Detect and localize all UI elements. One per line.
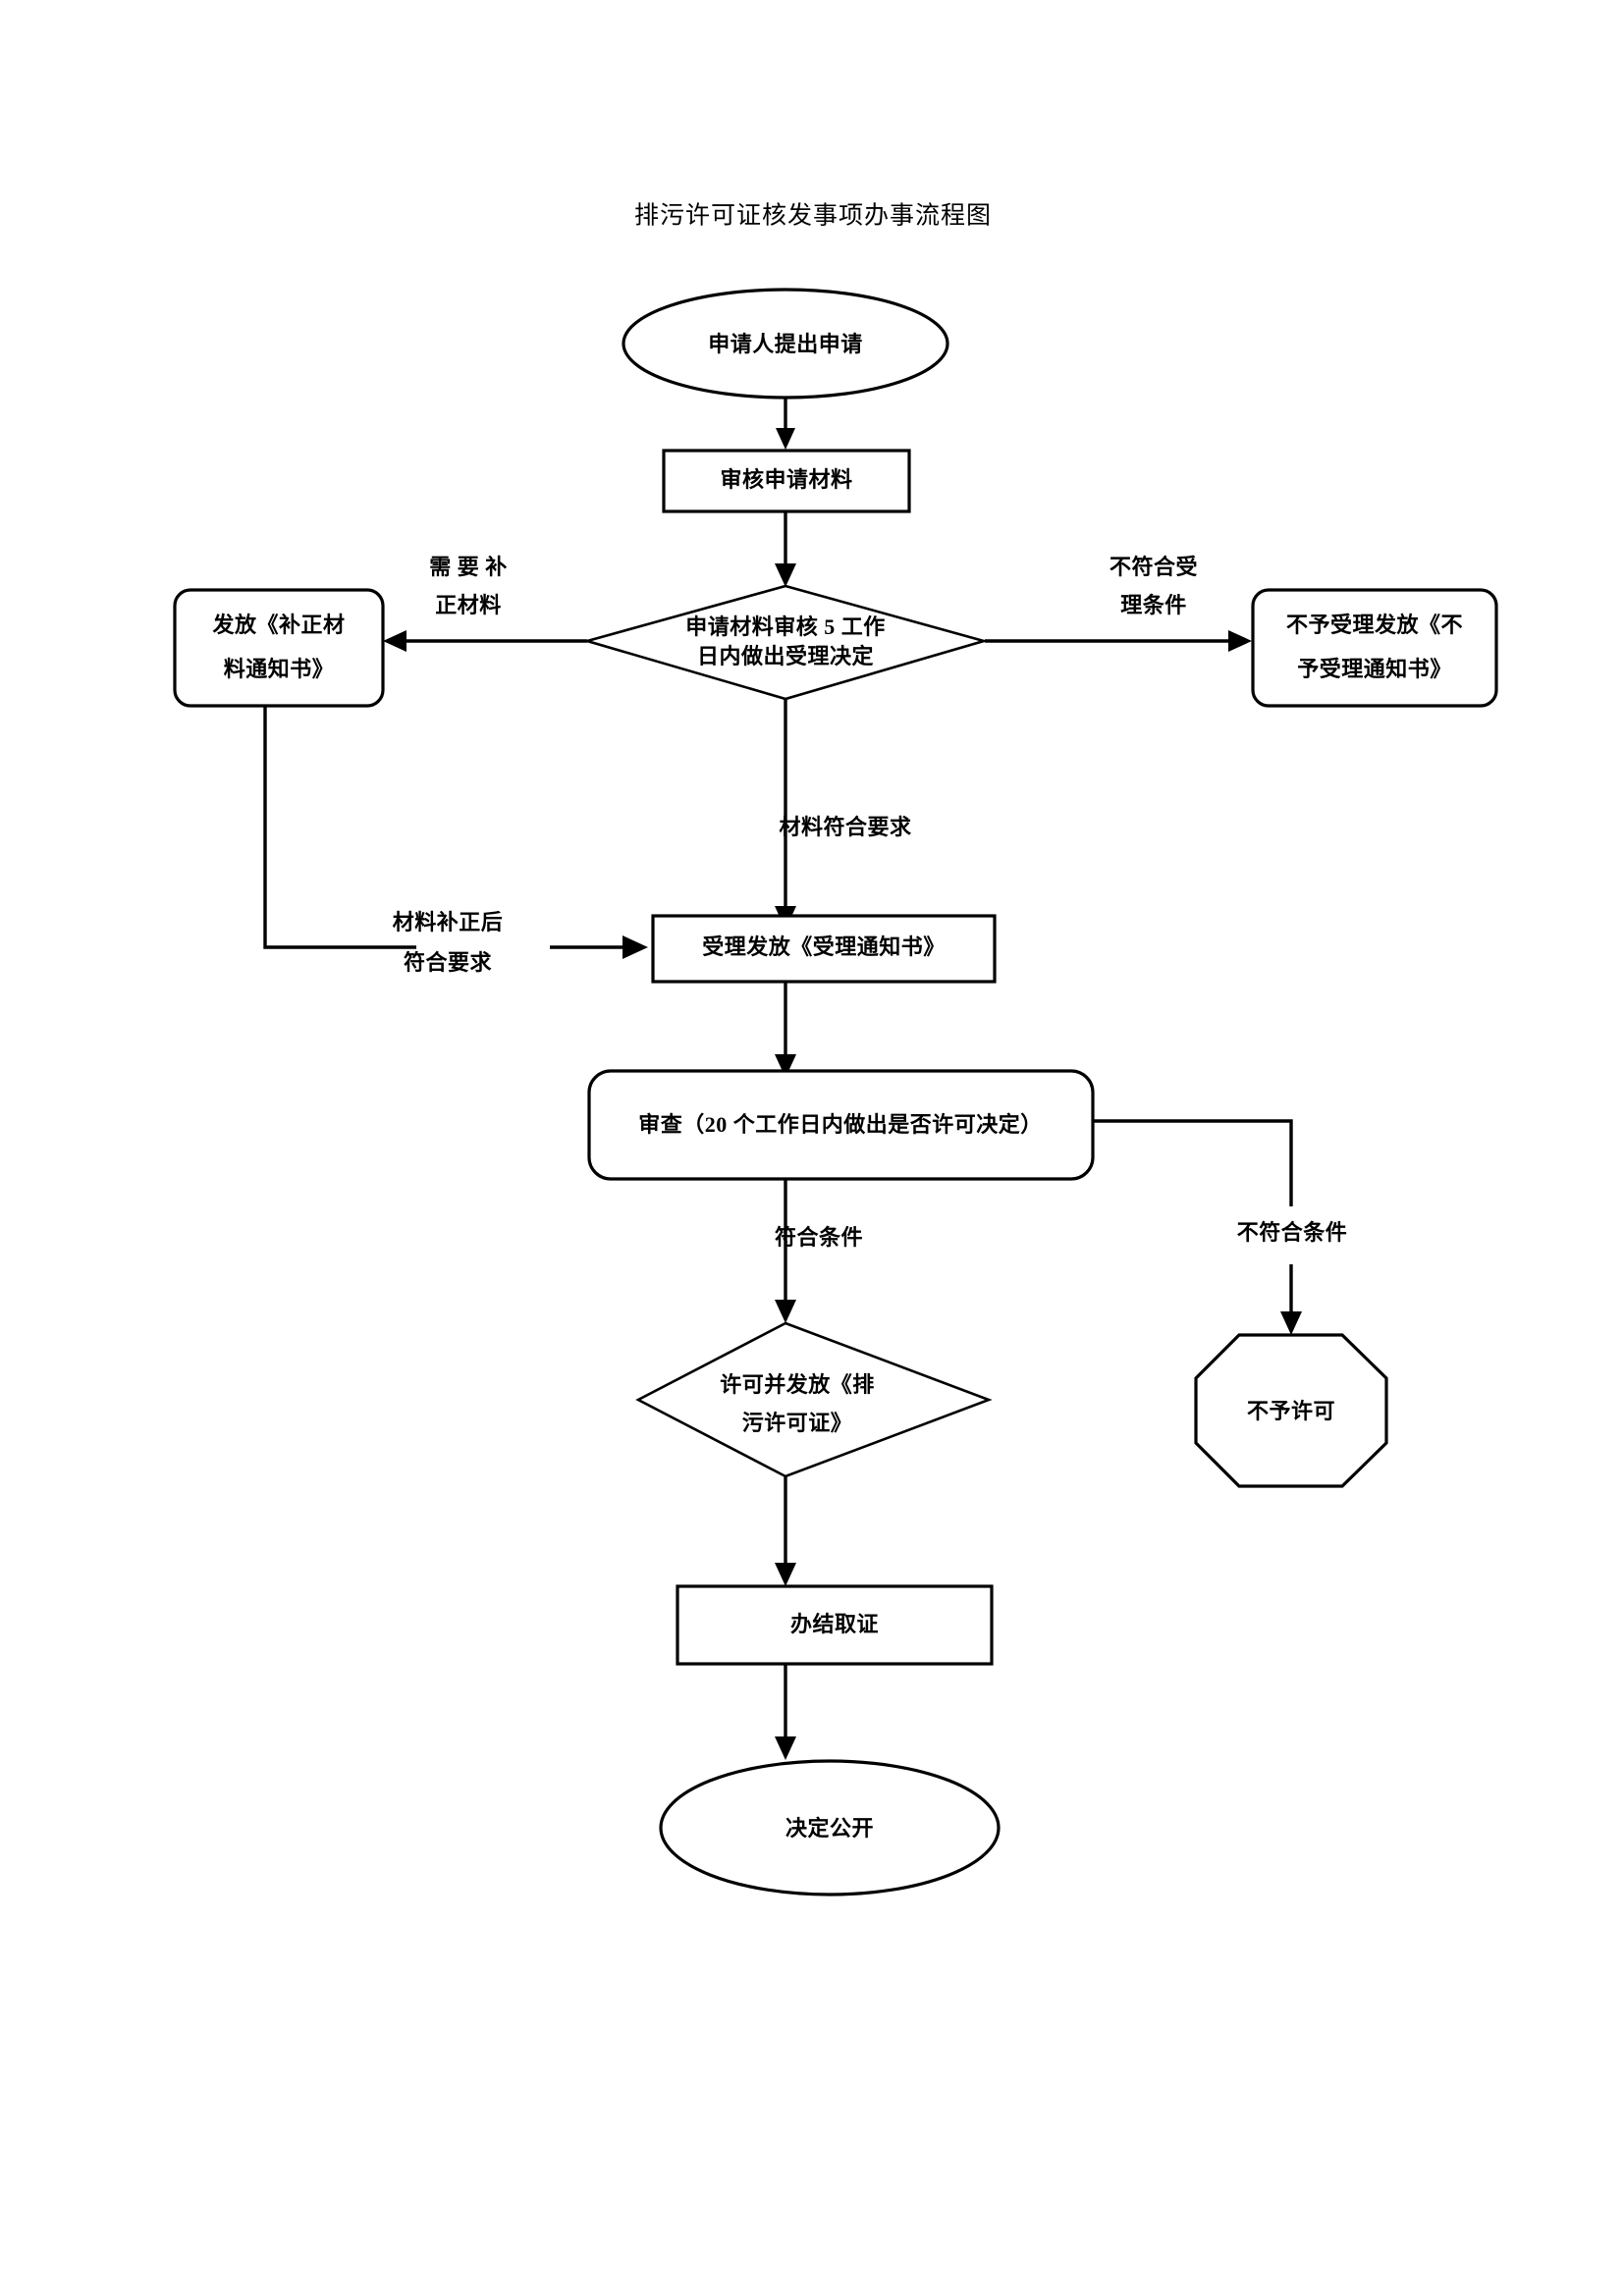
arrowhead-exam-to-grant [775, 1300, 796, 1323]
start-label: 申请人提出申请 [708, 332, 863, 356]
node-grant-permit[interactable]: 许可并发放《排 污许可证》 [635, 1321, 993, 1478]
issue-correction-notice-label-line1: 发放《补正材 [211, 613, 345, 637]
node-publish-decision[interactable]: 决定公开 [659, 1759, 1001, 1896]
decision-accept-diamond-shape [582, 584, 989, 701]
start-ellipse-shape [622, 288, 949, 400]
node-reject-acceptance[interactable]: 不予受理发放《不 予受理通知书》 [1251, 588, 1498, 708]
edge-label-not-meet-acceptance-line1: 不符合受 [1110, 555, 1198, 579]
edge-label-need-correction-line2: 正材料 [435, 593, 502, 617]
arrowhead-complete-to-publish [775, 1736, 796, 1760]
reject-acceptance-label-line2: 予受理通知书》 [1297, 657, 1452, 681]
node-review-materials[interactable]: 审核申请材料 [662, 449, 911, 513]
issue-correction-notice-label-line2: 料通知书》 [224, 657, 335, 681]
decision-accept-label-line1: 申请材料审核 5 工作 [685, 614, 886, 639]
arrowhead-review-to-decision [775, 563, 796, 587]
arrowhead-accept-to-exam [775, 1054, 796, 1078]
examination-label: 审查（20 个工作日内做出是否许可决定） [638, 1112, 1043, 1137]
accept-issue-notice-label: 受理发放《受理通知书》 [702, 934, 946, 959]
node-complete-collect[interactable]: 办结取证 [676, 1584, 994, 1666]
examination-shape [587, 1069, 1095, 1181]
connector-exam-to-nopermit-top [1093, 1119, 1293, 1206]
grant-permit-label-line2: 污许可证》 [742, 1411, 853, 1435]
edge-label-after-correction-line1: 材料补正后 [393, 910, 504, 934]
grant-permit-diamond-shape [635, 1321, 993, 1478]
no-permit-octagon-shape [1194, 1333, 1388, 1488]
page-title: 排污许可证核发事项办事流程图 [634, 202, 992, 230]
arrowhead-grant-to-complete [775, 1563, 796, 1586]
arrowhead-exam-to-nopermit [1280, 1311, 1302, 1335]
reject-acceptance-shape [1251, 588, 1498, 708]
review-materials-rect-shape [662, 449, 911, 513]
complete-collect-rect-shape [676, 1584, 994, 1666]
edge-label-not-meet-acceptance-line2: 理条件 [1120, 593, 1187, 617]
arrowhead-decision-to-reject [1228, 630, 1252, 652]
no-permit-label: 不予许可 [1247, 1399, 1335, 1423]
node-no-permit[interactable]: 不予许可 [1194, 1333, 1388, 1488]
arrowhead-after-correction [623, 935, 648, 959]
issue-correction-notice-shape [173, 588, 385, 708]
node-accept-issue-notice[interactable]: 受理发放《受理通知书》 [651, 914, 997, 984]
publish-decision-ellipse-shape [659, 1759, 1001, 1896]
complete-collect-label: 办结取证 [790, 1612, 879, 1636]
reject-acceptance-label-line1: 不予受理发放《不 [1286, 613, 1463, 637]
publish-decision-label: 决定公开 [785, 1816, 874, 1841]
arrowhead-decision-to-correction [383, 630, 406, 652]
node-issue-correction-notice[interactable]: 发放《补正材 料通知书》 [173, 588, 385, 708]
node-examination[interactable]: 审查（20 个工作日内做出是否许可决定） [587, 1069, 1095, 1181]
edge-label-materials-meet-requirements: 材料符合要求 [779, 815, 911, 839]
connector-correction-loopback [263, 706, 416, 949]
edge-label-after-correction-line2: 符合要求 [404, 950, 492, 975]
grant-permit-label-line1: 许可并发放《排 [720, 1372, 875, 1397]
node-decision-accept[interactable]: 申请材料审核 5 工作 日内做出受理决定 [582, 584, 989, 701]
connectors-layer [263, 397, 1302, 1760]
node-start[interactable]: 申请人提出申请 [622, 288, 949, 400]
edge-label-meets-conditions: 符合条件 [775, 1225, 863, 1250]
arrowhead-start-to-review [776, 428, 795, 450]
edge-label-not-meets-conditions: 不符合条件 [1237, 1220, 1348, 1245]
edge-labels-layer: 需 要 补 正材料 不符合受 理条件 材料符合要求 材料补正后 符合要求 符合条… [393, 555, 1348, 1250]
edge-label-need-correction-line1: 需 要 补 [429, 555, 508, 579]
accept-issue-notice-rect-shape [651, 914, 997, 984]
decision-accept-label-line2: 日内做出受理决定 [697, 644, 874, 668]
review-materials-label: 审核申请材料 [720, 467, 852, 492]
